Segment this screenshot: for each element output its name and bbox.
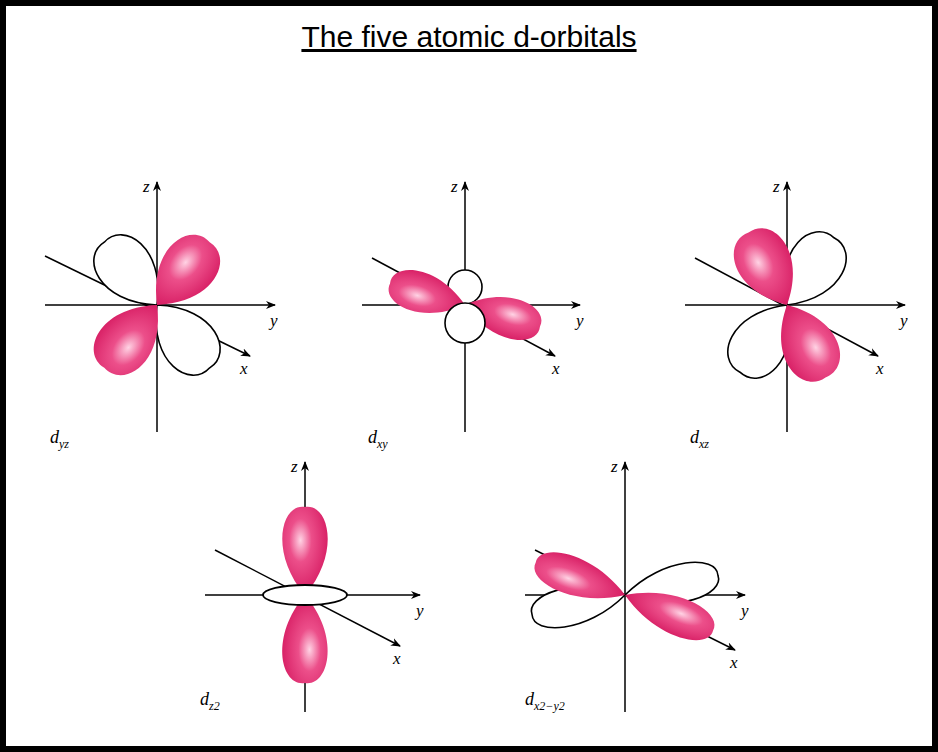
axis-label: x: [876, 360, 884, 377]
dxz-orbital: [685, 182, 905, 432]
lobe: [83, 287, 178, 385]
axis-label: x: [393, 650, 401, 667]
dxy-orbital: [362, 182, 580, 432]
lobe: [445, 303, 485, 343]
frame: [3, 3, 935, 749]
lobe: [282, 507, 327, 595]
axes: [362, 182, 580, 432]
lobe: [529, 545, 631, 613]
axis-label: y: [900, 312, 908, 329]
axis-label: x: [240, 360, 248, 377]
axis-label: z: [143, 178, 150, 195]
axis-label: y: [576, 312, 584, 329]
axis-label: z: [611, 458, 618, 475]
axes: [45, 182, 275, 432]
lobe: [724, 220, 811, 318]
orbital-label: dyz: [50, 428, 69, 450]
torus: [263, 585, 347, 605]
axis-label: x: [552, 360, 560, 377]
axis-label: y: [416, 602, 424, 619]
lobe: [763, 292, 850, 390]
axis-label: y: [741, 602, 749, 619]
orbital-label: dx2−y2: [525, 690, 565, 712]
dz2-orbital: [205, 462, 420, 712]
axis-label: x: [730, 654, 738, 671]
orbital-label: dxz: [690, 428, 709, 450]
axes: [685, 182, 905, 432]
axis-label: z: [451, 178, 458, 195]
axis-label: z: [773, 178, 780, 195]
orbital-label: dz2: [200, 690, 220, 712]
axis-label: z: [291, 458, 298, 475]
orbital-label: dxy: [368, 428, 388, 450]
dyz-orbital: [45, 182, 275, 432]
axes: [205, 462, 420, 712]
dx2y2-orbital: [525, 462, 745, 712]
lobe: [618, 577, 720, 648]
title: The five atomic d-orbitals: [0, 20, 938, 54]
axes: [525, 462, 745, 712]
lobe: [282, 595, 327, 683]
axis-label: y: [270, 312, 278, 329]
